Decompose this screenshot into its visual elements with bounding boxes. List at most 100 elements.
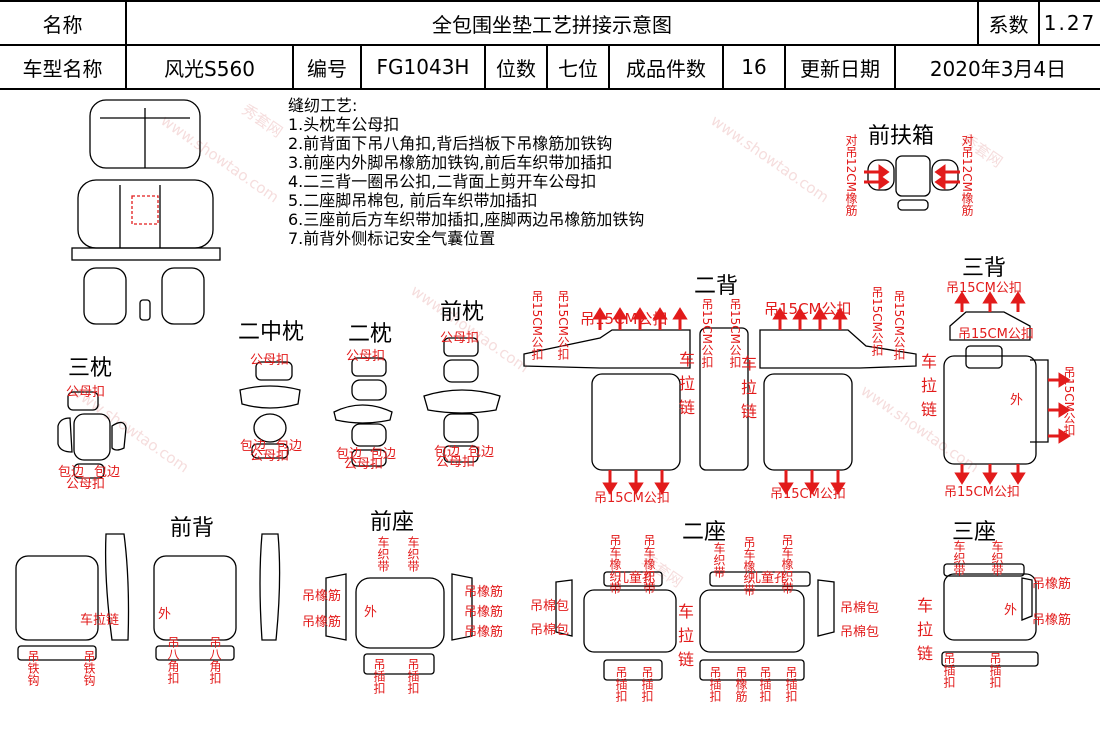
mid-head-buckle-bottom: 公母扣 (250, 449, 290, 464)
front-seat-rubber-left2: 吊橡筋 (302, 615, 342, 630)
section-second-seat: 二座 (682, 520, 727, 545)
header-table: 名称 全包围坐垫工艺拼接示意图 系数 1.27 车型名称 风光S560 编号 F… (0, 0, 1100, 90)
front-head-buckle-bottom: 公母扣 (436, 455, 476, 470)
front-back-octagon-left: 吊八角扣 (166, 636, 180, 684)
second-seat-insert-5: 吊插扣 (758, 666, 772, 702)
front-seat-insert-right: 吊插扣 (406, 658, 420, 694)
front-back-hook-right: 吊铁钩 (82, 650, 96, 686)
third-back-zipper: 车拉链 (920, 352, 937, 419)
note-item: 1.头枕车公母扣 (288, 115, 400, 134)
front-head-edge-left: 包边 (434, 445, 461, 460)
third-head-edge-right: 包边 (94, 465, 121, 480)
second-seat-strap-5: 吊车橡织带 (780, 534, 794, 594)
second-back-mid-left: 吊15CM公扣 (700, 298, 714, 369)
front-seat-strap-left: 车织带 (376, 536, 390, 572)
third-back-inner: 吊15CM公扣 (958, 327, 1034, 342)
second-back-top-left: 吊15CM公扣 (580, 310, 668, 328)
second-seat-strap-1: 吊车橡织带 (608, 534, 622, 594)
third-back-outer: 外 (1010, 393, 1024, 408)
coefficient-label: 系数 (988, 12, 1029, 37)
third-back-side: 吊15CM公扣 (1062, 366, 1076, 437)
third-seat-insert-left: 吊插扣 (942, 652, 956, 688)
note-item: 2.前背面下吊八角扣,背后挡板下吊橡筋加铁钩 (288, 134, 613, 153)
front-back-octagon-right: 吊八角扣 (208, 636, 222, 684)
section-front-head: 前枕 (440, 300, 485, 325)
third-head-edge-left: 包边 (58, 465, 85, 480)
second-seat-strap-3: 车织带 (712, 542, 726, 578)
second-seat-insert-6: 吊插扣 (784, 666, 798, 702)
second-back-side-left: 吊15CM公扣 (530, 290, 544, 361)
second-head-edge-left: 包边 (336, 447, 363, 462)
second-back-zipper-right: 车拉链 (740, 354, 757, 421)
sewing-notes: 缝纫工艺: 1.头枕车公母扣 2.前背面下吊八角扣,背后挡板下吊橡筋加铁钩 3.… (288, 96, 644, 248)
section-third-seat: 三座 (952, 520, 997, 545)
second-seat-zipper: 车拉链 (677, 602, 694, 669)
third-seat-strap-right: 车织带 (990, 540, 1004, 576)
third-seat-rubber-1: 吊橡筋 (1032, 577, 1072, 592)
model-label: 车型名称 (22, 56, 103, 81)
pieces-label: 成品件数 (626, 56, 706, 81)
third-back-bottom: 吊15CM公扣 (944, 485, 1020, 500)
notes-title: 缝纫工艺: (288, 96, 358, 115)
front-head-buckle: 公母扣 (440, 331, 480, 346)
second-head-buckle: 公母扣 (346, 349, 386, 364)
coefficient-value: 1.27 (1043, 11, 1097, 35)
code-value: FG1043H (376, 55, 470, 79)
front-seat-rubber-right2: 吊橡筋 (464, 605, 504, 620)
note-item: 3.前座内外脚吊橡筋加铁钩,前后车织带加插扣 (288, 153, 613, 172)
third-seat-rubber-2: 吊橡筋 (1032, 613, 1072, 628)
second-back-bottom-left: 吊15CM公扣 (594, 491, 670, 506)
second-seat-cotton-left2: 吊棉包 (530, 623, 570, 638)
second-head-buckle-bottom: 公母扣 (344, 457, 384, 472)
front-back-outer: 外 (158, 607, 172, 622)
third-head-buckle-bottom: 公母扣 (66, 477, 106, 492)
front-seat-insert-left: 吊插扣 (372, 658, 386, 694)
front-seat-strap-right: 车织带 (406, 536, 420, 572)
section-front-seat: 前座 (370, 510, 415, 535)
second-seat-insert-1: 吊插扣 (614, 666, 628, 702)
document-title: 全包围坐垫工艺拼接示意图 (432, 12, 672, 37)
front-head-edge-right: 包边 (468, 445, 495, 460)
second-back-mid-right: 吊15CM公扣 (728, 298, 742, 369)
section-second-mid-head: 二中枕 (238, 320, 305, 345)
section-second-back: 二背 (694, 274, 739, 299)
second-seat-cotton-right1: 吊棉包 (840, 601, 880, 616)
front-back-zipper: 车拉链 (80, 613, 120, 628)
second-back-side-right2: 吊15CM公扣 (892, 290, 906, 361)
model-value: 风光S560 (164, 56, 255, 81)
second-back-side-left2: 吊15CM公扣 (556, 290, 570, 361)
front-seat-rubber-left1: 吊橡筋 (302, 589, 342, 604)
third-seat-insert-right: 吊插扣 (988, 652, 1002, 688)
front-seat-outer: 外 (364, 605, 378, 620)
second-seat-child-hole-right: 儿童孔 (748, 571, 788, 586)
third-back-top: 吊15CM公扣 (946, 281, 1022, 296)
third-seat-outer: 外 (1004, 603, 1018, 618)
second-head-edge-right: 包边 (370, 447, 397, 462)
armrest-label-right: 对吊12CM橡筋 (960, 134, 974, 217)
second-back-side-right: 吊15CM公扣 (870, 286, 884, 357)
second-seat-insert-3: 吊插扣 (708, 666, 722, 702)
mid-head-buckle: 公母扣 (250, 353, 290, 368)
section-second-head: 二枕 (348, 322, 393, 347)
second-back-bottom-right: 吊15CM公扣 (770, 487, 846, 502)
note-item: 7.前背外侧标记安全气囊位置 (288, 229, 496, 248)
seats-value: 七位 (558, 56, 598, 81)
second-back-top-right: 吊15CM公扣 (764, 300, 852, 318)
seats-label: 位数 (496, 56, 536, 81)
pieces-value: 16 (741, 55, 767, 79)
third-seat-zipper: 车拉链 (916, 596, 933, 663)
date-value: 2020年3月4日 (929, 56, 1067, 81)
mid-head-edge-left: 包边 (240, 439, 267, 454)
code-label: 编号 (307, 56, 347, 81)
second-seat-strap-2: 吊车橡织带 (642, 534, 656, 594)
second-seat-insert-2: 吊插扣 (640, 666, 654, 702)
second-back-zipper-left: 车拉链 (678, 350, 695, 417)
section-armrest: 前扶箱 (868, 124, 935, 149)
section-third-head: 三枕 (68, 356, 113, 381)
second-seat-strap-4: 吊车橡织带 (742, 536, 756, 596)
section-front-back: 前背 (170, 516, 215, 541)
armrest-label-left: 对吊12CM橡筋 (844, 134, 858, 217)
second-seat-child-hole-left: 儿童孔 (616, 571, 656, 586)
front-back-hook-left: 吊铁钩 (26, 650, 40, 686)
